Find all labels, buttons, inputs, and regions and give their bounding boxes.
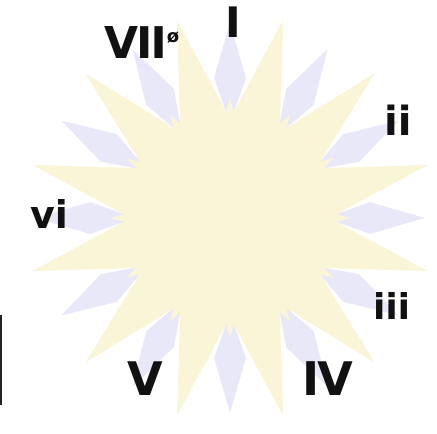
label-submediant: vi [30, 196, 68, 234]
label-dominant: V [127, 356, 163, 402]
label-subdominant: IV [302, 356, 351, 402]
label-supertonic: ii [384, 102, 411, 142]
label-tonic: I [225, 2, 241, 44]
label-mediant: iii [373, 290, 410, 326]
left-edge-line [0, 315, 2, 405]
half-diminished-mark: ø [167, 26, 177, 47]
